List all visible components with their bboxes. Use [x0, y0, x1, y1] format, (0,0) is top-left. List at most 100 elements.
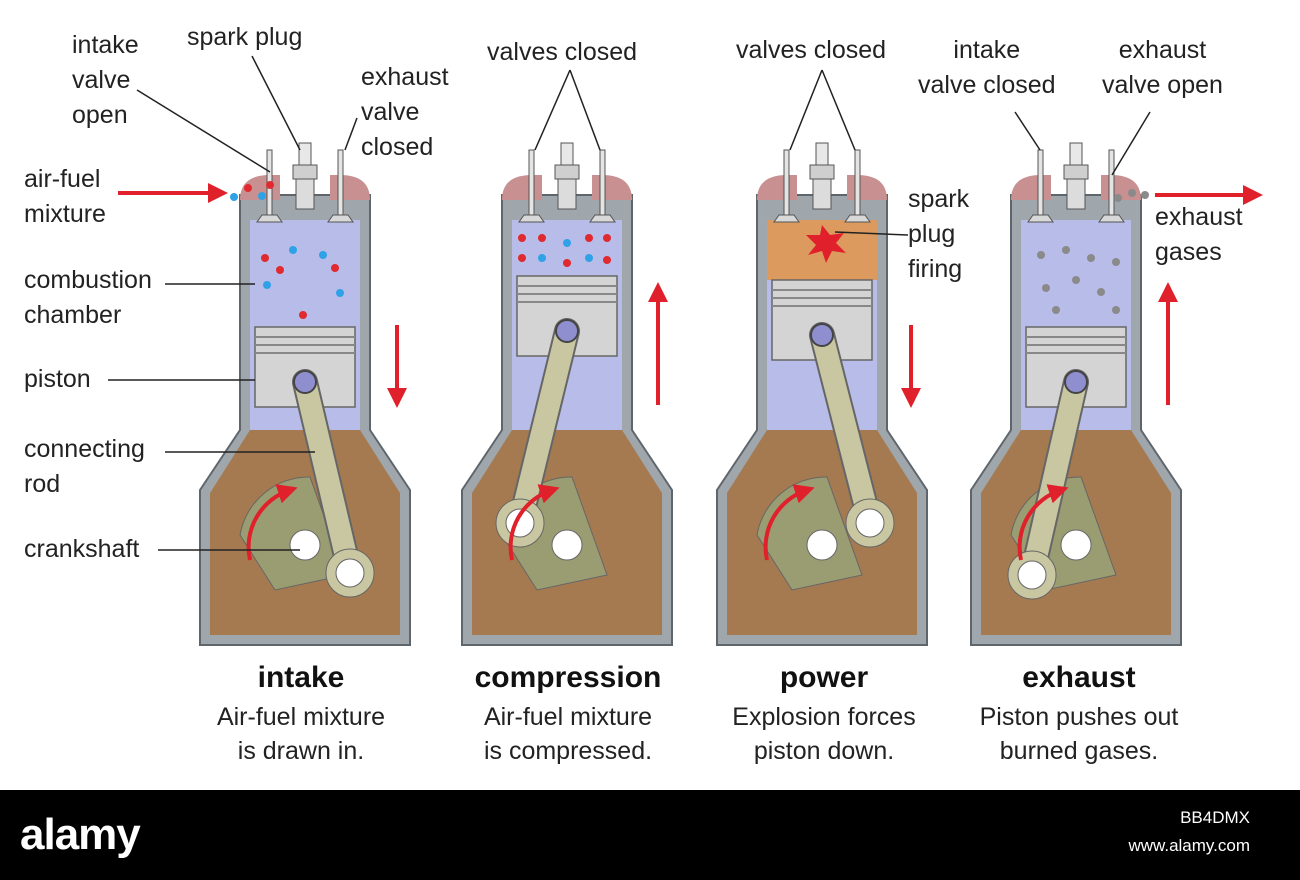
label-spark-plug-firing: spark plug firing: [908, 185, 970, 283]
leader-line: [789, 69, 823, 151]
gas-particle: [1112, 258, 1120, 266]
site-url: www.alamy.com: [1128, 836, 1250, 855]
rotation-arrow: [508, 484, 560, 561]
inlet-particle: [266, 181, 274, 189]
connecting-rod: [294, 371, 361, 584]
gas-particle: [538, 234, 546, 242]
crank-pin: [855, 508, 885, 538]
gas-particle: [289, 246, 297, 254]
spark-plug-nut: [554, 164, 580, 180]
gas-particle: [276, 266, 284, 274]
exhaust-port: [330, 175, 370, 200]
wrist-pin: [1064, 370, 1088, 394]
spark-burst: [806, 225, 846, 263]
crank-pin: [335, 558, 365, 588]
connecting-rod: [1021, 371, 1087, 586]
gas-particle: [263, 281, 271, 289]
outlet-particle: [1128, 189, 1136, 197]
spark-plug-nut: [1063, 164, 1089, 180]
wrist-pin: [555, 319, 579, 343]
wrist-pin: [810, 323, 834, 347]
wrist-pin: [293, 370, 317, 394]
crank-pin: [1017, 560, 1047, 590]
intake-valve-head: [518, 214, 545, 223]
exhaust-port: [592, 175, 632, 200]
engine-power: [716, 142, 928, 646]
gas-particle: [518, 254, 526, 262]
gas-particle: [585, 234, 593, 242]
main-journal: [1060, 529, 1092, 561]
label-piston: piston: [24, 365, 91, 393]
label-exhaust-valve-open: exhaust valve open: [1102, 36, 1223, 99]
outlet-particle: [1141, 191, 1149, 199]
exhaust-valve: [337, 149, 344, 221]
main-journal: [551, 529, 583, 561]
gas-particle: [518, 234, 526, 242]
stroke-title-compression: compression: [474, 661, 662, 694]
stroke-title-power: power: [779, 661, 869, 694]
spark-plug-insulator: [560, 142, 574, 166]
intake-port: [1011, 175, 1051, 200]
gas-particle: [261, 254, 269, 262]
spark-plug-body: [812, 178, 832, 210]
leader-line: [821, 69, 856, 151]
engine-intake: [199, 142, 411, 646]
engine-exhaust: [970, 142, 1182, 646]
intake-valve: [528, 149, 535, 221]
spark-plug-insulator: [1069, 142, 1083, 166]
combustion-chamber: [250, 220, 360, 327]
stroke-title-exhaust: exhaust: [1022, 661, 1136, 694]
spark-plug-nut: [809, 164, 835, 180]
gas-particle: [299, 311, 307, 319]
engine-compression: [461, 142, 673, 646]
intake-port: [757, 175, 797, 200]
gas-particle: [336, 289, 344, 297]
engine-diagram: [108, 55, 1263, 646]
exhaust-valve-head: [844, 214, 871, 223]
gas-particle: [1112, 306, 1120, 314]
leader-line: [569, 69, 601, 151]
outlet-particle: [1114, 194, 1122, 202]
inlet-particle: [258, 192, 266, 200]
label-combustion-chamber: combustion chamber: [24, 266, 152, 329]
exhaust-valve: [854, 149, 861, 221]
label-intake-valve-open: intake valve open: [72, 31, 139, 129]
gas-particle: [563, 239, 571, 247]
intake-valve: [783, 149, 790, 221]
gas-particle: [603, 234, 611, 242]
main-journal: [806, 529, 838, 561]
exhaust-valve-head: [589, 214, 616, 223]
diagram-stage: intake valve open spark plug exhaust val…: [24, 23, 1263, 765]
image-id: BB4DMX: [1180, 808, 1250, 827]
gas-particle: [538, 254, 546, 262]
rotation-arrow: [1017, 484, 1069, 561]
stroke-title-intake: intake: [257, 661, 345, 694]
gas-particle: [1072, 276, 1080, 284]
spark-plug-body: [1066, 178, 1086, 210]
gas-particle: [1037, 251, 1045, 259]
gas-particle: [603, 256, 611, 264]
gas-particle: [585, 254, 593, 262]
gas-particle: [1052, 306, 1060, 314]
label-crankshaft: crankshaft: [24, 535, 140, 563]
leader-line: [834, 231, 909, 236]
leader-line: [251, 55, 301, 151]
inlet-particle: [244, 184, 252, 192]
label-valves-closed-compression: valves closed: [487, 38, 638, 66]
gas-particle: [1062, 246, 1070, 254]
label-intake-valve-closed: intake valve closed: [918, 36, 1056, 99]
watermark-footer: alamy BB4DMX www.alamy.com: [0, 790, 1300, 880]
label-exhaust-gases: exhaust gases: [1155, 203, 1243, 266]
leader-line: [1111, 111, 1151, 176]
inlet-particle: [230, 193, 238, 201]
leader-line: [344, 117, 358, 151]
intake-valve-head: [1027, 214, 1054, 223]
gas-particle: [563, 259, 571, 267]
label-valves-closed-power: valves closed: [736, 36, 887, 64]
gas-particle: [319, 251, 327, 259]
rotation-arrow: [763, 484, 815, 561]
gas-particle: [1097, 288, 1105, 296]
